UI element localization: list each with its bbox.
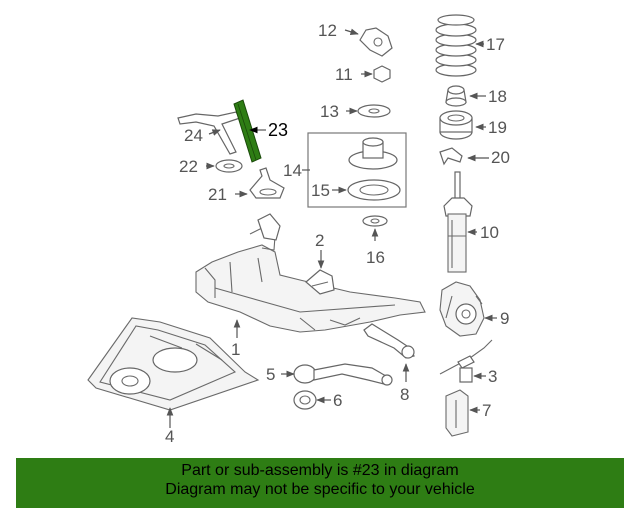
banner-line-1: Part or sub-assembly is #23 in diagram bbox=[181, 462, 459, 479]
part-1-front-subframe[interactable] bbox=[195, 213, 426, 333]
part-24-brace[interactable] bbox=[177, 111, 241, 155]
callout-5: 5 bbox=[266, 365, 275, 384]
callout-18: 18 bbox=[488, 87, 507, 106]
part-4-underbody-shield[interactable] bbox=[87, 317, 260, 411]
part-12-mount-bracket[interactable] bbox=[359, 27, 393, 57]
callout-16: 16 bbox=[366, 248, 385, 267]
callout-21: 21 bbox=[208, 185, 227, 204]
callout-23: 23 bbox=[268, 120, 288, 140]
banner-line-2: Diagram may not be specific to your vehi… bbox=[165, 481, 475, 498]
part-8-tension-strut[interactable] bbox=[363, 323, 415, 359]
callout-19: 19 bbox=[488, 118, 507, 137]
part-9-steering-knuckle[interactable] bbox=[439, 281, 485, 337]
part-18-bump-stop[interactable] bbox=[445, 85, 467, 107]
part-3-stabilizer-link[interactable] bbox=[439, 339, 493, 383]
part-11-nut[interactable] bbox=[373, 65, 391, 83]
part-2-bracket[interactable] bbox=[305, 269, 335, 295]
callout-14: 14 bbox=[283, 161, 302, 180]
part-22-grommet[interactable] bbox=[215, 159, 243, 173]
callout-22: 22 bbox=[179, 157, 198, 176]
callout-6: 6 bbox=[333, 391, 342, 410]
part-20-clip[interactable] bbox=[439, 147, 463, 166]
callout-15: 15 bbox=[311, 181, 330, 200]
parts-diagram: 4 1 2 5 6 8 3 bbox=[87, 14, 510, 446]
callout-8: 8 bbox=[400, 385, 409, 404]
callout-24: 24 bbox=[184, 126, 203, 145]
part-19-spring-seat[interactable] bbox=[439, 110, 473, 140]
info-banner: Part or sub-assembly is #23 in diagram D… bbox=[16, 458, 624, 508]
callout-12: 12 bbox=[318, 21, 337, 40]
part-13-washer[interactable] bbox=[357, 104, 391, 118]
part-16-washer[interactable] bbox=[362, 215, 388, 227]
callout-11: 11 bbox=[335, 65, 353, 84]
part-21-bracket[interactable] bbox=[249, 167, 285, 199]
callout-20: 20 bbox=[491, 148, 510, 167]
part-15-bearing[interactable] bbox=[347, 179, 401, 201]
callout-9: 9 bbox=[500, 309, 509, 328]
callout-4: 4 bbox=[165, 427, 174, 446]
part-14-strut-mount[interactable] bbox=[348, 137, 398, 170]
callout-17: 17 bbox=[486, 35, 505, 54]
callout-1: 1 bbox=[231, 340, 240, 359]
callout-13: 13 bbox=[320, 102, 339, 121]
part-23-brace-bar-highlighted[interactable] bbox=[233, 99, 262, 163]
part-7-shield[interactable] bbox=[445, 389, 469, 437]
callout-7: 7 bbox=[482, 401, 491, 420]
part-10-strut[interactable] bbox=[443, 171, 473, 273]
part-5-control-arm[interactable] bbox=[293, 363, 393, 386]
callout-2: 2 bbox=[315, 231, 324, 250]
callout-10: 10 bbox=[480, 223, 499, 242]
part-17-coil-spring[interactable] bbox=[435, 14, 477, 77]
part-6-bushing[interactable] bbox=[293, 390, 317, 410]
callout-3: 3 bbox=[488, 367, 497, 386]
